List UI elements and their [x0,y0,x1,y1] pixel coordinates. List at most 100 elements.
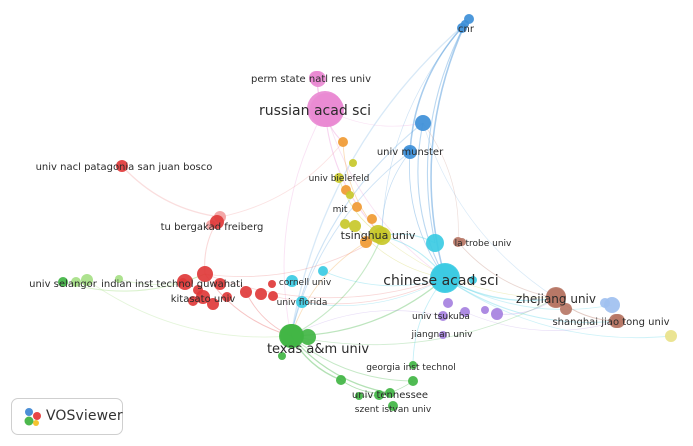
network-node[interactable] [443,298,453,308]
network-node[interactable] [665,330,677,342]
node-univ-tennessee[interactable] [385,388,395,398]
network-node[interactable] [340,219,350,229]
network-link [283,108,326,337]
network-node[interactable] [336,375,346,385]
network-node[interactable] [300,329,316,345]
node-univ-tsukuba[interactable] [438,311,448,321]
node-perm-state[interactable] [309,71,323,85]
label-russian-acad-sci[interactable]: russian acad sci [259,103,371,119]
label-mit[interactable]: mit [333,205,348,215]
node-univ-florida[interactable] [296,296,308,308]
label-chinese-acad-sci[interactable]: chinese acad sci [383,273,498,289]
label-cornell[interactable]: cornell univ [279,278,332,288]
network-node[interactable] [115,275,123,283]
node-la-trobe[interactable] [453,237,463,247]
network-node[interactable] [214,278,226,290]
node-indian-inst[interactable] [177,274,193,290]
node-kitasato[interactable] [196,290,210,304]
network-link [444,277,619,324]
label-univ-tennessee[interactable]: univ tennessee [352,390,428,401]
network-node[interactable] [346,191,354,199]
network-link [204,235,383,278]
node-univ-nacl[interactable] [116,160,128,172]
node-univ-munster[interactable] [403,145,417,159]
network-link [219,141,344,218]
network-link [444,277,672,339]
network-node[interactable] [349,159,357,167]
node-russian-acad-sci[interactable] [310,93,344,127]
label-univ-bielefeld[interactable]: univ bielefeld [309,174,370,184]
network-node[interactable] [268,280,276,288]
network-node[interactable] [374,390,384,400]
network-node[interactable] [469,276,477,284]
label-cnr[interactable]: cnr [458,24,475,35]
network-link [409,151,446,279]
label-univ-florida[interactable]: univ florida [277,298,328,308]
network-node[interactable] [197,266,213,282]
label-georgia-inst[interactable]: georgia inst technol [366,363,456,373]
label-kitasato[interactable]: kitasato univ [171,294,236,305]
network-node[interactable] [278,352,286,360]
node-texas-am[interactable] [279,324,303,348]
vosviewer-logo-text: VOSviewer [46,408,123,424]
network-node[interactable] [207,298,219,310]
network-node[interactable] [240,286,252,298]
network-node[interactable] [222,292,232,302]
vosviewer-logo[interactable]: VOSviewer [11,398,123,435]
label-shanghai-jiao[interactable]: shanghai jiao tong univ [552,317,669,328]
label-univ-munster[interactable]: univ munster [377,147,444,158]
network-node[interactable] [481,306,489,314]
node-shanghai-jiao[interactable] [609,314,623,328]
network-link [417,122,446,279]
label-univ-tsukuba[interactable]: univ tsukuba [412,312,470,322]
node-zhejiang[interactable] [546,287,566,307]
label-indian-inst[interactable]: indian inst technol guwahati [101,279,243,290]
network-link [422,122,459,243]
node-chinese-acad-sci[interactable] [431,264,459,292]
network-node[interactable] [367,214,377,224]
network-node[interactable] [491,308,503,320]
node-jiangnan[interactable] [439,331,447,339]
label-univ-selangor[interactable]: univ selangor [29,279,98,290]
network-node[interactable] [415,115,431,131]
label-texas-am[interactable]: texas a&m univ [267,342,369,357]
node-mit[interactable] [352,202,362,212]
label-tsinghua[interactable]: tsinghua univ [341,229,416,242]
network-node[interactable] [426,234,444,252]
network-node[interactable] [318,266,328,276]
network-node[interactable] [71,277,81,287]
label-zhejiang[interactable]: zhejiang univ [516,292,596,306]
node-szent-istvan[interactable] [388,401,398,411]
node-cornell[interactable] [286,275,298,287]
network-node[interactable] [349,220,361,232]
node-georgia-inst[interactable] [409,361,417,369]
network-node[interactable] [560,303,572,315]
network-node[interactable] [360,236,372,248]
node-cnr[interactable] [457,23,467,33]
network-node[interactable] [460,307,470,317]
network-node[interactable] [355,392,363,400]
network-node[interactable] [408,376,418,386]
node-tu-bergakad[interactable] [210,215,224,229]
node-univ-bielefeld[interactable] [334,173,344,183]
label-univ-nacl[interactable]: univ nacl patagonia san juan bosco [36,162,213,173]
node-tsinghua[interactable] [369,225,387,243]
network-node[interactable] [255,288,267,300]
label-perm-state[interactable]: perm state natl res univ [251,74,371,85]
network-link [118,273,206,285]
label-jiangnan[interactable]: jiangnan univ [411,330,474,340]
label-la-trobe[interactable]: la trobe univ [455,239,512,249]
network-node[interactable] [600,298,610,308]
network-link [464,311,619,331]
network-node[interactable] [338,137,348,147]
label-tu-bergakad[interactable]: tu bergakad freiberg [161,222,264,233]
network-link [290,235,383,337]
label-szent-istvan[interactable]: szent istvan univ [355,405,432,415]
node-univ-selangor[interactable] [58,277,68,287]
network-node[interactable] [81,274,93,286]
network-link [301,277,446,306]
network-node[interactable] [268,291,278,301]
node-layer [58,14,677,411]
network-node[interactable] [188,296,198,306]
